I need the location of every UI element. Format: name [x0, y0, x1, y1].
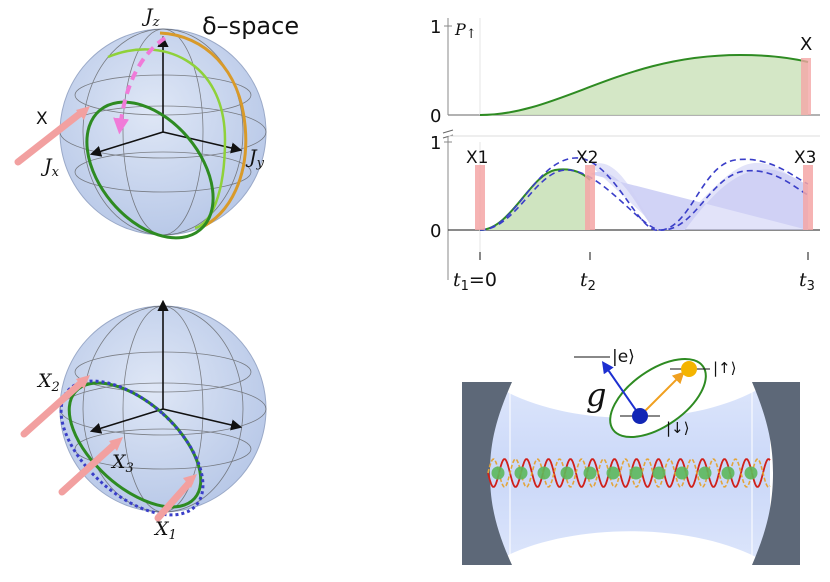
- tick-t3: t3: [799, 269, 815, 294]
- top-plot-y0: 0: [430, 106, 441, 127]
- bottom-plot-y1: 1: [430, 133, 441, 154]
- atom: [491, 466, 505, 480]
- left-mirror: [462, 382, 512, 565]
- top-plot-curve: [479, 53, 809, 116]
- axis-y-label: Jy: [245, 146, 265, 171]
- atom: [537, 466, 551, 480]
- atom: [675, 466, 689, 480]
- up-state-label: |↑⟩: [713, 359, 736, 377]
- orange-wave: [487, 458, 771, 488]
- atom: [560, 466, 574, 480]
- down-state-dot: [632, 408, 648, 424]
- axis-x: [89, 131, 164, 157]
- axis-x: [89, 408, 164, 434]
- tick-t1: t1=0: [453, 269, 497, 294]
- tick-t2: t2: [580, 269, 596, 294]
- axis-z-label: Jz: [141, 5, 160, 30]
- pulse-2-label: X2: [36, 370, 60, 395]
- pulse-arrow: [14, 108, 86, 166]
- space-label: δ–space: [202, 12, 299, 40]
- pulse-arrow-1: [154, 478, 194, 522]
- dashed-blue-trajectory: [59, 379, 205, 517]
- dashed-curve-2: [479, 169, 809, 231]
- cavity-diagram: |e⟩ |↑⟩ |↓⟩ g: [462, 347, 800, 565]
- top-plot-y1: 1: [430, 17, 441, 38]
- raman-arrow: [639, 371, 685, 417]
- pulse-arrow-1-head: [183, 474, 197, 488]
- marker-x1: X1: [466, 148, 488, 168]
- pulse-x2: [585, 165, 595, 230]
- atom: [652, 466, 666, 480]
- up-state-dot: [681, 361, 697, 377]
- coupling-arrow: [601, 361, 641, 417]
- pulse-x1: [475, 165, 485, 230]
- excited-state-label: |e⟩: [612, 347, 635, 367]
- atom: [606, 466, 620, 480]
- sphere-axes: [89, 299, 243, 434]
- top-plot-area: [480, 55, 808, 115]
- atom: [514, 466, 528, 480]
- top-plot-marker: X: [800, 34, 812, 55]
- marker-x2: X2: [576, 148, 598, 168]
- top-plot-ylabel: P↑: [454, 20, 477, 42]
- right-mirror: [752, 382, 800, 565]
- pulse-arrow-2: [20, 378, 86, 438]
- orange-trajectory: [159, 31, 248, 230]
- dashed-curve-1: [479, 157, 809, 231]
- axis-y: [162, 408, 243, 431]
- axis-x-label: Jx: [40, 155, 60, 180]
- magenta-arrow: [113, 36, 167, 135]
- bottom-plot-y0: 0: [430, 221, 441, 242]
- atom: [721, 466, 735, 480]
- pulse-x3: [803, 165, 813, 230]
- axis-break: [442, 129, 820, 139]
- pulse-1-label: X1: [153, 518, 177, 543]
- pulse-label: X: [36, 109, 48, 129]
- down-state-label: |↓⟩: [666, 419, 689, 437]
- pulse-arrow-2-head: [76, 375, 90, 389]
- pulse-arrow-3: [58, 440, 119, 496]
- atom-chain: [491, 466, 758, 480]
- atom: [698, 466, 712, 480]
- pulse-3-label: X3: [110, 451, 134, 476]
- atom: [629, 466, 643, 480]
- axis-y: [162, 131, 243, 154]
- top-plot-pulse: [801, 58, 811, 115]
- atom: [583, 466, 597, 480]
- red-wave: [487, 458, 771, 488]
- coupling-label: g: [586, 376, 606, 414]
- marker-x3: X3: [794, 148, 816, 168]
- atom: [744, 466, 758, 480]
- green-area: [480, 169, 590, 230]
- bottom-bloch-sphere: X2 X3 X1: [20, 299, 267, 543]
- top-bloch-sphere: Jz Jy Jx X δ–space: [14, 5, 299, 240]
- top-plot: 1 0 P↑ X: [430, 17, 820, 127]
- bottom-plot: 1 0 X1 X2 X3 t1=0 t2 t3: [430, 133, 820, 294]
- pulse-arrow-head: [76, 106, 90, 120]
- pulse-arrow-3-head: [109, 437, 123, 451]
- green-trajectory: [85, 100, 215, 240]
